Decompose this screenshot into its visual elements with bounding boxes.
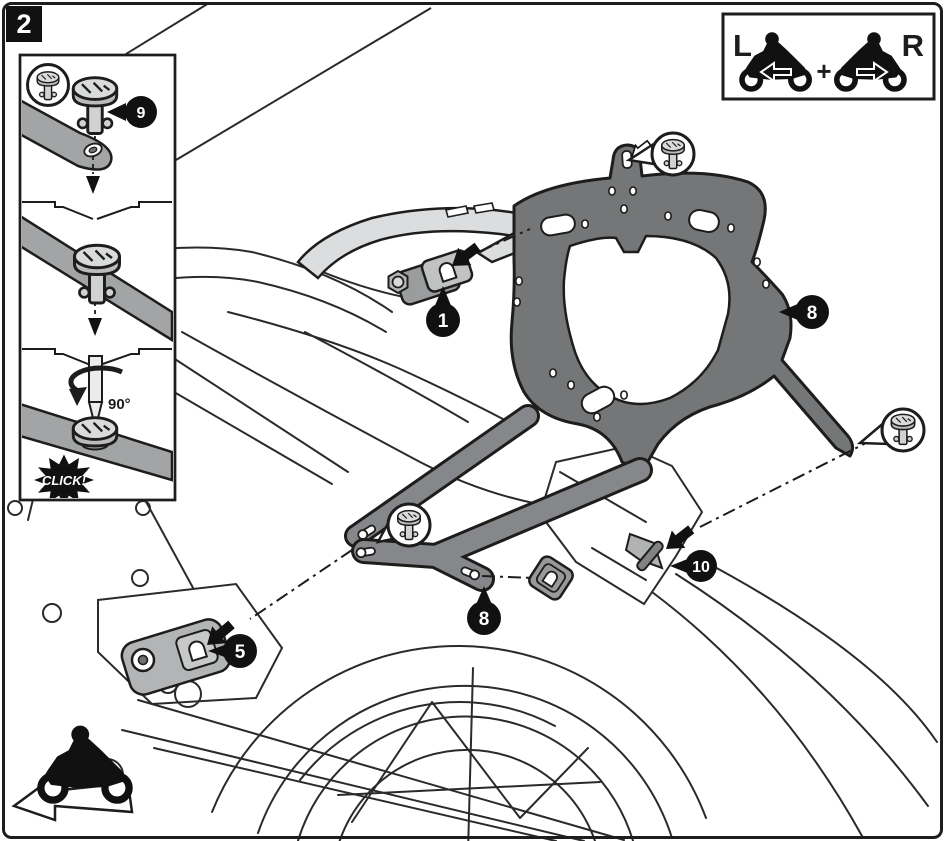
left-direction-arrow-icon bbox=[759, 61, 792, 83]
rotate-arrow-icon bbox=[68, 365, 124, 395]
callout-8-plate-label: 8 bbox=[807, 303, 818, 324]
assembly-lines bbox=[207, 139, 869, 645]
callout-5: 5 bbox=[208, 634, 257, 668]
insert-arrow bbox=[666, 525, 695, 549]
keyhole-slot bbox=[438, 262, 458, 283]
callout-5-label: 5 bbox=[235, 642, 246, 663]
plate-holes bbox=[512, 186, 770, 422]
step-number: 2 bbox=[16, 9, 31, 39]
detail-inset: 90° CLICK! 9 bbox=[18, 53, 177, 502]
callout-10-label: 10 bbox=[692, 559, 710, 576]
carrier-plate bbox=[509, 143, 855, 474]
tail-spacer bbox=[624, 532, 664, 572]
click-starburst-icon: CLICK! bbox=[34, 454, 94, 498]
footrest-adapter bbox=[120, 618, 232, 696]
callout-1-label: 1 bbox=[438, 311, 449, 332]
keyhole-puck bbox=[528, 555, 574, 601]
fastener-bubble-mid bbox=[375, 502, 432, 548]
left-right-legend: L R + bbox=[721, 12, 936, 101]
callout-1: 1 bbox=[426, 286, 460, 337]
click-label: CLICK! bbox=[42, 473, 87, 488]
fastener-bubble-top bbox=[625, 131, 696, 177]
keyhole-slot bbox=[188, 640, 209, 663]
insert-arrow bbox=[207, 620, 235, 645]
hex-nut-icon bbox=[387, 269, 409, 295]
callout-9: 9 bbox=[107, 96, 157, 128]
travel-direction-icon bbox=[11, 726, 134, 822]
right-direction-arrow-icon bbox=[856, 61, 889, 83]
callout-8-arm-label: 8 bbox=[479, 609, 490, 630]
down-arrow-icon bbox=[88, 318, 102, 336]
down-arrow-icon bbox=[86, 176, 100, 194]
inset-leader-lines bbox=[125, 2, 432, 161]
callout-10: 10 bbox=[670, 550, 717, 582]
callout-8-arm: 8 bbox=[467, 586, 501, 635]
fastener-9-seated bbox=[71, 416, 119, 448]
callout-9-label: 9 bbox=[137, 105, 146, 122]
plus-label: + bbox=[816, 56, 831, 86]
fastener-bubble-right bbox=[856, 407, 926, 453]
left-label: L bbox=[733, 28, 752, 63]
insert-arrow bbox=[452, 242, 481, 266]
right-label: R bbox=[902, 28, 924, 63]
step-badge: 2 bbox=[6, 6, 42, 42]
callout-8-plate: 8 bbox=[779, 295, 829, 329]
rotation-angle-label: 90° bbox=[108, 396, 131, 413]
lower-mounting-arm bbox=[351, 457, 653, 592]
